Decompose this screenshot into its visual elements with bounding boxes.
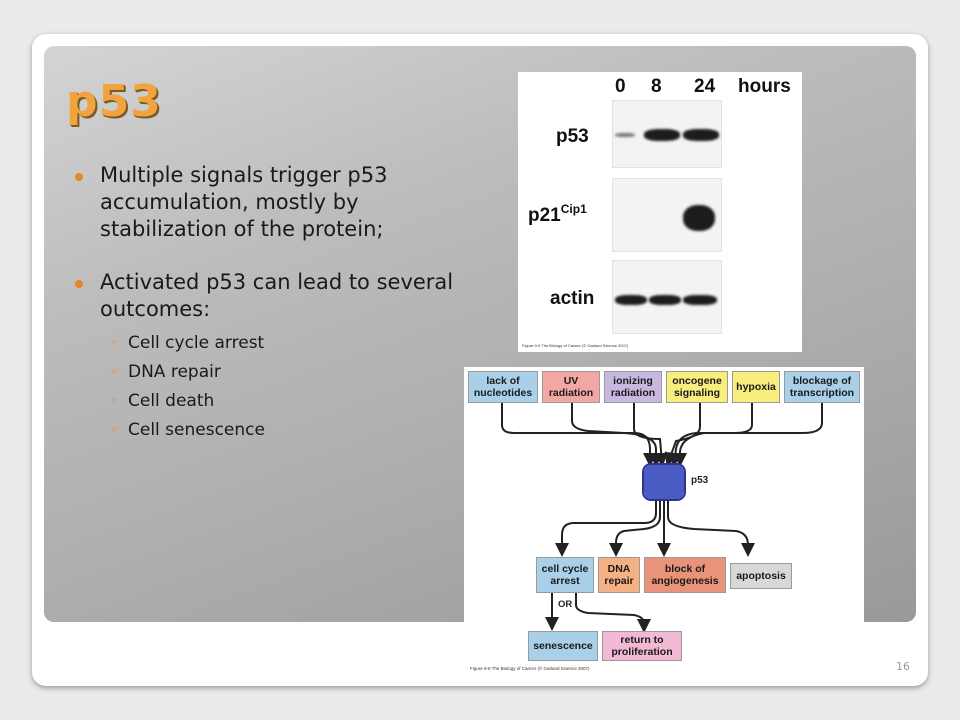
ring-bullet-icon: ◦: [110, 421, 119, 439]
p53-node-label: p53: [691, 475, 709, 486]
p53-tetramer-icon: [642, 463, 686, 501]
time-label-8: 8: [651, 76, 662, 97]
outcome-box: apoptosis: [730, 563, 792, 589]
blot-row-label-actin: actin: [550, 288, 595, 309]
bullet-dot-icon: [75, 280, 83, 288]
bullet-text: Multiple signals trigger p53 accumulatio…: [100, 163, 388, 241]
bullet-item: Activated p53 can lead to several outcom…: [72, 269, 472, 323]
blot-strip-p21: [612, 178, 722, 252]
blot-strip-actin: [612, 260, 722, 334]
ring-bullet-icon: ◦: [110, 334, 119, 352]
band-p53-0h: [615, 133, 635, 137]
signal-box: hypoxia: [732, 371, 780, 403]
outcome-box: DNA repair: [598, 557, 640, 593]
band-actin-0h: [615, 295, 647, 305]
blot-strip-p53: [612, 100, 722, 168]
signal-box: lack of nucleotides: [468, 371, 538, 403]
page-number: 16: [896, 660, 910, 673]
signal-box: UV radiation: [542, 371, 600, 403]
final-outcome-box: senescence: [528, 631, 598, 661]
ring-bullet-icon: ◦: [110, 363, 119, 381]
time-label-0: 0: [615, 76, 626, 97]
time-unit-label: hours: [738, 76, 791, 97]
western-blot-figure: 0 8 24 hours p53 p21Cip1 actin Figure 9-…: [518, 72, 802, 352]
time-label-24: 24: [694, 76, 716, 97]
sub-bullet-item: ◦ Cell cycle arrest: [110, 329, 472, 358]
sub-bullet-item: ◦ Cell death: [110, 387, 472, 416]
final-outcome-box: return to proliferation: [602, 631, 682, 661]
bullet-list: Multiple signals trigger p53 accumulatio…: [72, 162, 472, 445]
sub-bullet-text: Cell cycle arrest: [128, 333, 265, 353]
sub-bullet-text: Cell death: [128, 391, 215, 411]
sub-bullet-item: ◦ Cell senescence: [110, 416, 472, 445]
band-actin-24h: [683, 295, 717, 305]
blot-row-label-p21: p21Cip1: [528, 202, 587, 226]
band-p53-24h: [683, 129, 719, 141]
pathway-figure-caption: Figure 9-8 The Biology of Cancer (© Garl…: [470, 666, 590, 671]
signal-box: blockage of transcription: [784, 371, 860, 403]
or-label: OR: [558, 599, 573, 610]
ring-bullet-icon: ◦: [110, 392, 119, 410]
outcome-box: block of angiogenesis: [644, 557, 726, 593]
bullet-text: Activated p53 can lead to several outcom…: [100, 270, 454, 321]
bullet-dot-icon: [75, 173, 83, 181]
band-actin-8h: [649, 295, 681, 305]
sub-bullet-item: ◦ DNA repair: [110, 358, 472, 387]
signal-box: oncogene signaling: [666, 371, 728, 403]
slide-title: p53: [66, 76, 162, 127]
bullet-item: Multiple signals trigger p53 accumulatio…: [72, 162, 472, 243]
pathway-arrows: [501, 403, 823, 633]
sub-bullet-text: Cell senescence: [128, 420, 265, 440]
signal-box: ionizing radiation: [604, 371, 662, 403]
p53-pathway-diagram: lack of nucleotides UV radiation ionizin…: [464, 367, 864, 675]
sub-bullet-list: ◦ Cell cycle arrest ◦ DNA repair ◦ Cell dea…: [72, 329, 472, 445]
sub-bullet-text: DNA repair: [128, 362, 221, 382]
outcome-box: cell cycle arrest: [536, 557, 594, 593]
blot-row-label-p53: p53: [556, 126, 589, 147]
band-p21-24h: [683, 205, 715, 231]
band-p53-8h: [644, 129, 680, 141]
blot-figure-caption: Figure 9-9 The Biology of Cancer (© Garl…: [522, 343, 629, 348]
